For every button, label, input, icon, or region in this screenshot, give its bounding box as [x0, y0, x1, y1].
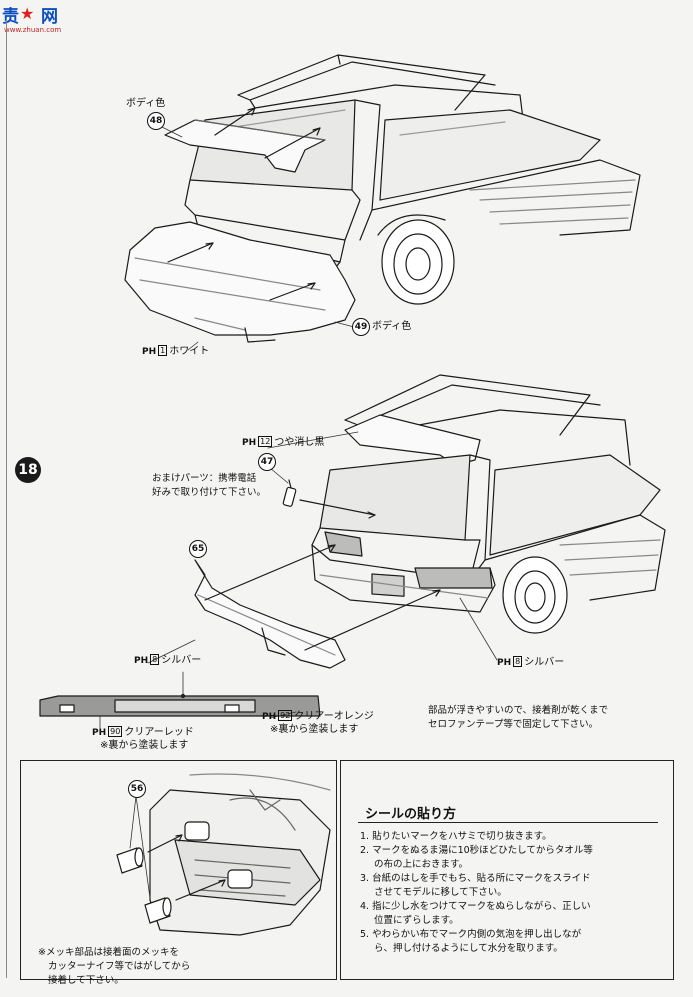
watermark-star-icon: ★ — [20, 4, 35, 23]
bonus-part-note-line1: おまけパーツ：携帯電話 — [152, 473, 257, 484]
top-car-drawing — [124, 54, 641, 351]
middle-car-drawing — [147, 374, 666, 669]
part-48-color-label: ボディ色 — [126, 98, 166, 109]
part-49-number: 49 — [352, 318, 370, 336]
sticker-step-2-cont: の布の上におきます。 — [374, 859, 469, 870]
paint-code-box: 8 — [150, 654, 160, 665]
sticker-step-2: 2. マークをぬるま湯に10秒ほどひたしてからタオル等 — [360, 845, 593, 856]
paint-ph92-note: ※裏から塗装します — [270, 724, 359, 735]
paint-code-box: 92 — [278, 710, 293, 721]
sticker-step-4: 4. 指に少し水をつけてマークをぬらしながら、正しい — [360, 901, 591, 912]
sticker-instructions-panel — [340, 760, 674, 980]
sticker-step-4-cont: 位置にずらします。 — [374, 915, 459, 926]
exhaust-detail-panel — [20, 760, 337, 980]
sticker-step-5: 5. やわらかい布でマーク内側の気泡を押し出しなが — [360, 929, 582, 940]
sticker-instructions-title: シールの貼り方 — [365, 807, 457, 822]
part-56-number: 56 — [128, 780, 146, 798]
watermark-char: 网 — [41, 7, 58, 27]
exhaust-detail-drawing — [116, 773, 331, 936]
sticker-title-divider — [358, 822, 658, 823]
fix-tape-note-line1: 部品が浮きやすいので、接着剤が乾くまで — [428, 705, 609, 716]
plating-note-line2: カッターナイフ等ではがしてから — [48, 961, 191, 972]
paint-code-box: 8 — [513, 656, 523, 667]
sticker-step-3-cont: させてモデルに移して下さい。 — [374, 887, 507, 898]
watermark-url: www.zhuan.com — [4, 26, 62, 34]
fix-tape-note-line2: セロファンテープ等で固定して下さい。 — [428, 719, 599, 730]
plating-note-line3: 接着して下さい。 — [48, 975, 124, 986]
paint-code-box: 1 — [158, 345, 168, 356]
paint-ph90-note: ※裏から塗装します — [100, 740, 189, 751]
part-49-color-label: ボディ色 — [372, 321, 412, 332]
plating-note-line1: ※メッキ部品は接着面のメッキを — [38, 947, 179, 958]
part-48-number: 48 — [147, 112, 165, 130]
sticker-step-3: 3. 台紙のはしを手でもち、貼る所にマークをスライド — [360, 873, 591, 884]
paint-code-box: 12 — [258, 436, 273, 447]
part-65-number: 65 — [189, 540, 207, 558]
bonus-part-note-line2: 好みで取り付けて下さい。 — [152, 487, 267, 498]
paint-code-box: 90 — [108, 726, 123, 737]
sticker-step-1: 1. 貼りたいマークをハサミで切り抜きます。 — [360, 831, 552, 842]
sticker-step-5-cont: ら、押し付けるようにして水分を取ります。 — [374, 943, 563, 954]
binding-edge-line — [6, 18, 7, 978]
tail-light-strip-drawing — [39, 671, 321, 729]
part-47-number: 47 — [258, 453, 276, 471]
step-number-badge: 18 — [15, 457, 41, 483]
